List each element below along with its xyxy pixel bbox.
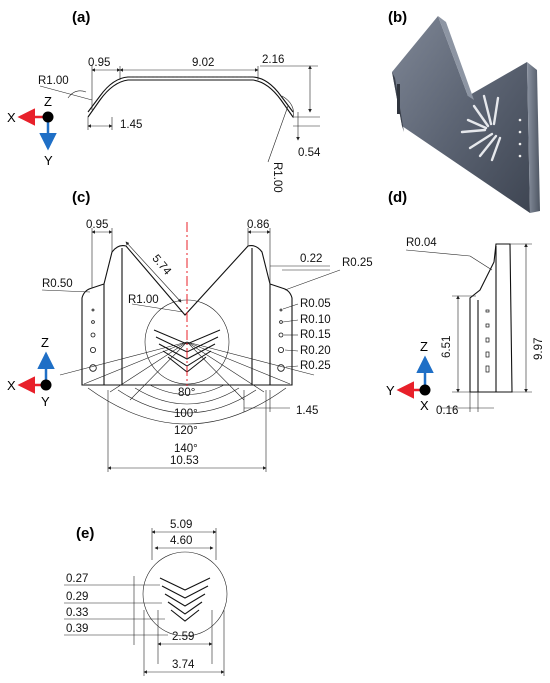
dim-e-3: 0.27 <box>66 573 88 585</box>
dim-c-17: 1.45 <box>296 405 318 417</box>
rendered-part <box>392 16 540 213</box>
axis-y-label: Y <box>41 394 50 409</box>
dim-c-9: R0.10 <box>300 314 331 326</box>
dim-a-6: 0.54 <box>298 147 321 159</box>
dim-e-1: 5.09 <box>170 519 192 531</box>
axis-x-label: X <box>420 398 429 413</box>
axis-y-label: Y <box>44 153 53 168</box>
dim-c-15: 120° <box>174 425 198 437</box>
panel-d: (d) R0.04 6.51 9.97 0.16 Y Z X <box>386 189 545 417</box>
axis-y-label: Y <box>386 383 395 398</box>
dim-a-5: 1.45 <box>120 119 142 131</box>
panel-d-label: (d) <box>388 189 407 206</box>
dim-d-2: 6.51 <box>441 336 453 358</box>
dim-e-6: 0.39 <box>66 623 88 635</box>
dim-c-2: 0.86 <box>247 219 269 231</box>
dim-c-13: 80° <box>178 387 195 399</box>
dim-a-2: 9.02 <box>192 57 214 69</box>
dim-d-4: 0.16 <box>436 405 458 417</box>
dim-c-6: R0.50 <box>42 278 73 290</box>
dim-c-5: R0.25 <box>342 257 373 269</box>
dim-c-1: 0.95 <box>86 219 108 231</box>
axis-x-label: X <box>7 110 16 125</box>
dim-a-1: 0.95 <box>88 57 110 69</box>
panel-e: (e) 5.09 4.60 0.27 0.29 0.33 0.39 2.59 <box>64 519 228 676</box>
dim-c-10: R0.15 <box>300 329 331 341</box>
dim-e-8: 3.74 <box>172 659 195 671</box>
panel-a-label: (a) <box>72 9 90 26</box>
profile-outline <box>87 79 294 118</box>
dim-e-5: 0.33 <box>66 607 88 619</box>
axis-z-label: Z <box>41 335 49 350</box>
dim-c-16: 140° <box>174 443 198 455</box>
panel-c: (c) 0.95 0.86 <box>7 189 373 472</box>
dim-a-4: R1.00 <box>38 75 69 87</box>
panel-b: (b) <box>388 9 540 213</box>
dim-c-4: 0.22 <box>300 253 322 265</box>
dim-c-3: 5.74 <box>149 253 173 278</box>
dim-e-4: 0.29 <box>66 591 88 603</box>
dim-e-7: 2.59 <box>172 631 194 643</box>
axis-triad-c: X Z Y <box>7 335 55 409</box>
dim-e-2: 4.60 <box>170 535 192 547</box>
dim-d-3: 9.97 <box>533 338 545 360</box>
axis-triad-d: Y Z X <box>386 339 434 413</box>
dim-c-11: R0.20 <box>300 345 331 357</box>
panel-b-label: (b) <box>388 9 407 26</box>
dim-c-8: R0.05 <box>300 298 331 310</box>
axis-x-label: X <box>7 378 16 393</box>
dim-a-3: 2.16 <box>262 54 284 66</box>
panel-c-label: (c) <box>72 189 90 206</box>
side-profile <box>469 243 513 393</box>
dim-c-14: 100° <box>174 408 198 420</box>
dim-a-7: R1.00 <box>271 162 283 193</box>
axis-triad-a: X Y Z <box>7 94 57 168</box>
panel-a: (a) 0.95 9.02 2.16 R1.00 1.45 0.54 R1.00 <box>7 9 321 193</box>
axis-z-label: Z <box>420 339 428 354</box>
dim-c-12: R0.25 <box>300 360 331 372</box>
dim-c-7: R1.00 <box>128 294 159 306</box>
panel-e-label: (e) <box>76 525 94 542</box>
dim-d-1: R0.04 <box>406 237 437 249</box>
axis-z-label: Z <box>44 94 52 109</box>
dim-c-18: 10.53 <box>170 455 199 467</box>
